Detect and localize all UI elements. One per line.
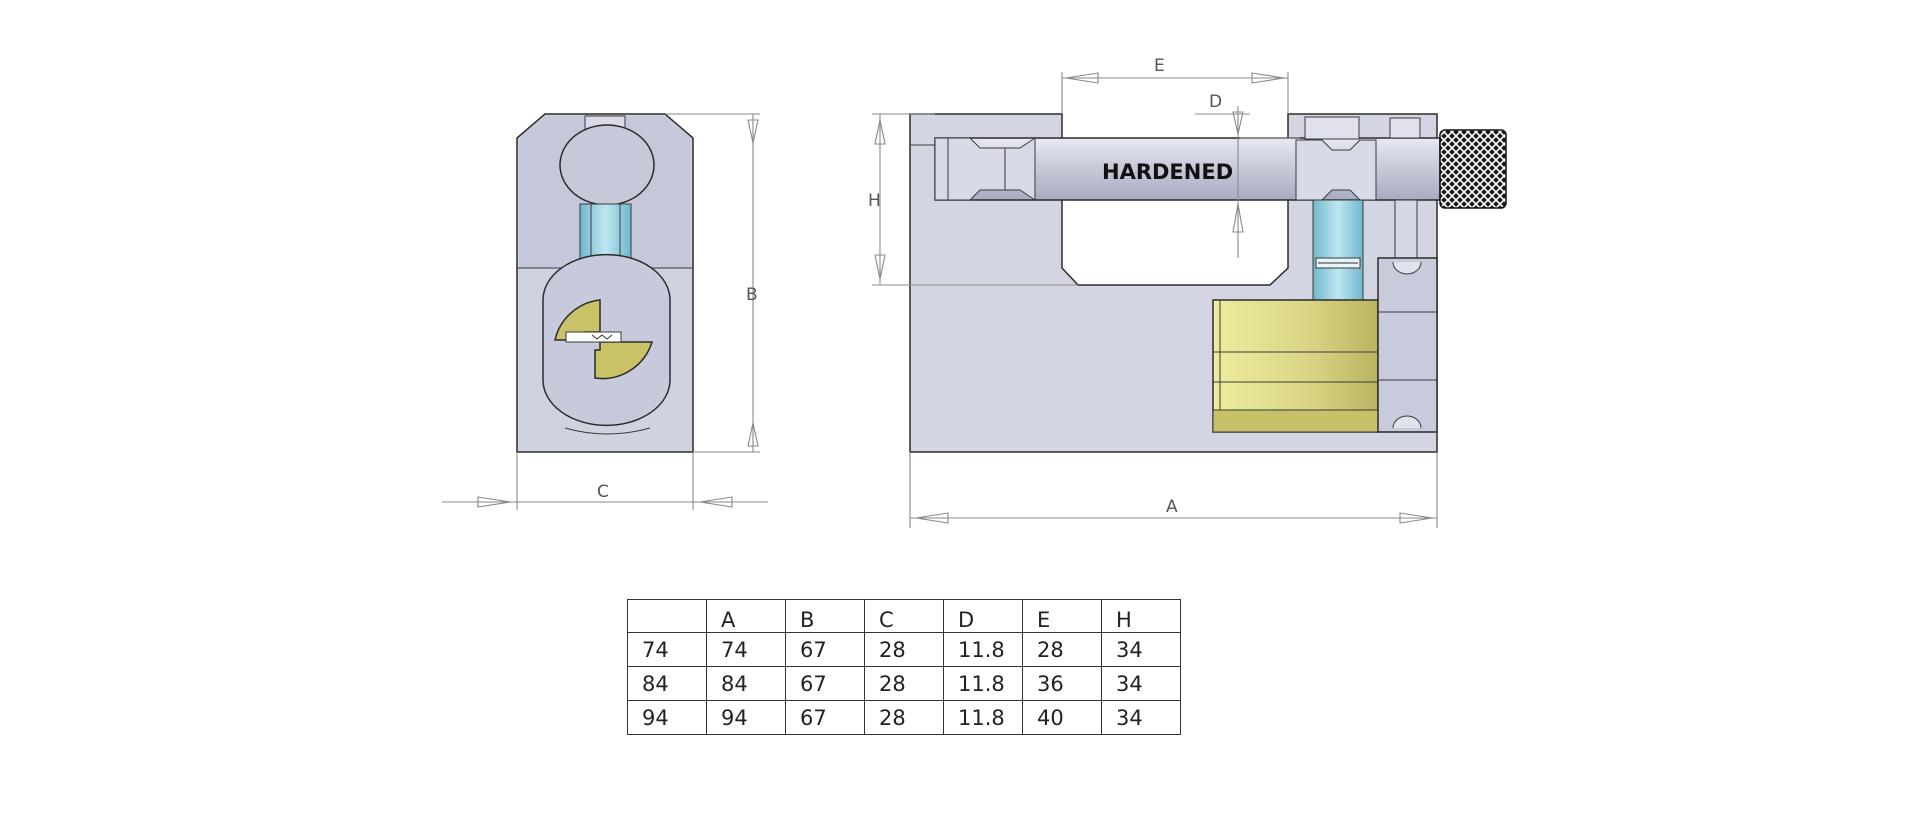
table-cell: 74 — [706, 632, 786, 667]
table-header-cell: E — [1022, 599, 1102, 633]
dim-label-a: A — [1166, 497, 1178, 517]
table-cell: 36 — [1022, 666, 1102, 701]
table-header-cell: H — [1101, 599, 1181, 633]
knurled-knob-icon — [1439, 129, 1507, 209]
keyway-icon — [554, 299, 654, 380]
table-header-row: A B C D E H — [627, 599, 1181, 633]
table-header-cell: C — [864, 599, 944, 633]
table-row: 94 94 67 28 11.8 40 34 — [627, 700, 1181, 735]
table-cell: 28 — [864, 666, 944, 701]
table-cell: 74 — [627, 632, 707, 667]
locking-pin-front — [1312, 199, 1364, 304]
table-cell: 28 — [864, 632, 944, 667]
dim-label-e: E — [1154, 56, 1165, 76]
table-cell: 28 — [864, 700, 944, 735]
dim-label-h: H — [868, 191, 881, 211]
table-cell: 11.8 — [943, 666, 1023, 701]
cylinder-housing — [1377, 257, 1438, 433]
table-cell: 34 — [1101, 632, 1181, 667]
table-header-cell — [627, 599, 707, 633]
table-row: 84 84 67 28 11.8 36 34 — [627, 666, 1181, 701]
hardened-stamp: HARDENED — [1102, 160, 1233, 184]
table-cell: 67 — [785, 632, 865, 667]
table-cell: 11.8 — [943, 632, 1023, 667]
dim-label-c: C — [597, 482, 609, 502]
table-cell: 94 — [706, 700, 786, 735]
table-cell: 40 — [1022, 700, 1102, 735]
dim-label-b: B — [746, 285, 758, 305]
table-cell: 11.8 — [943, 700, 1023, 735]
table-header-cell: B — [785, 599, 865, 633]
table-cell: 67 — [785, 666, 865, 701]
front-view: HARDENED E D — [868, 56, 1507, 528]
shackle-end — [559, 124, 655, 206]
side-view: B C — [442, 113, 768, 510]
dimension-table: A B C D E H 74 74 67 28 11.8 28 34 84 84… — [627, 599, 1181, 735]
table-cell: 34 — [1101, 700, 1181, 735]
table-cell: 28 — [1022, 632, 1102, 667]
table-cell: 94 — [627, 700, 707, 735]
table-row: 74 74 67 28 11.8 28 34 — [627, 632, 1181, 667]
table-header-cell: A — [706, 599, 786, 633]
locking-pin — [579, 203, 632, 263]
table-cell: 84 — [706, 666, 786, 701]
table-cell: 34 — [1101, 666, 1181, 701]
table-cell: 67 — [785, 700, 865, 735]
dim-label-d: D — [1209, 92, 1222, 112]
table-cell: 84 — [627, 666, 707, 701]
table-header-cell: D — [943, 599, 1023, 633]
